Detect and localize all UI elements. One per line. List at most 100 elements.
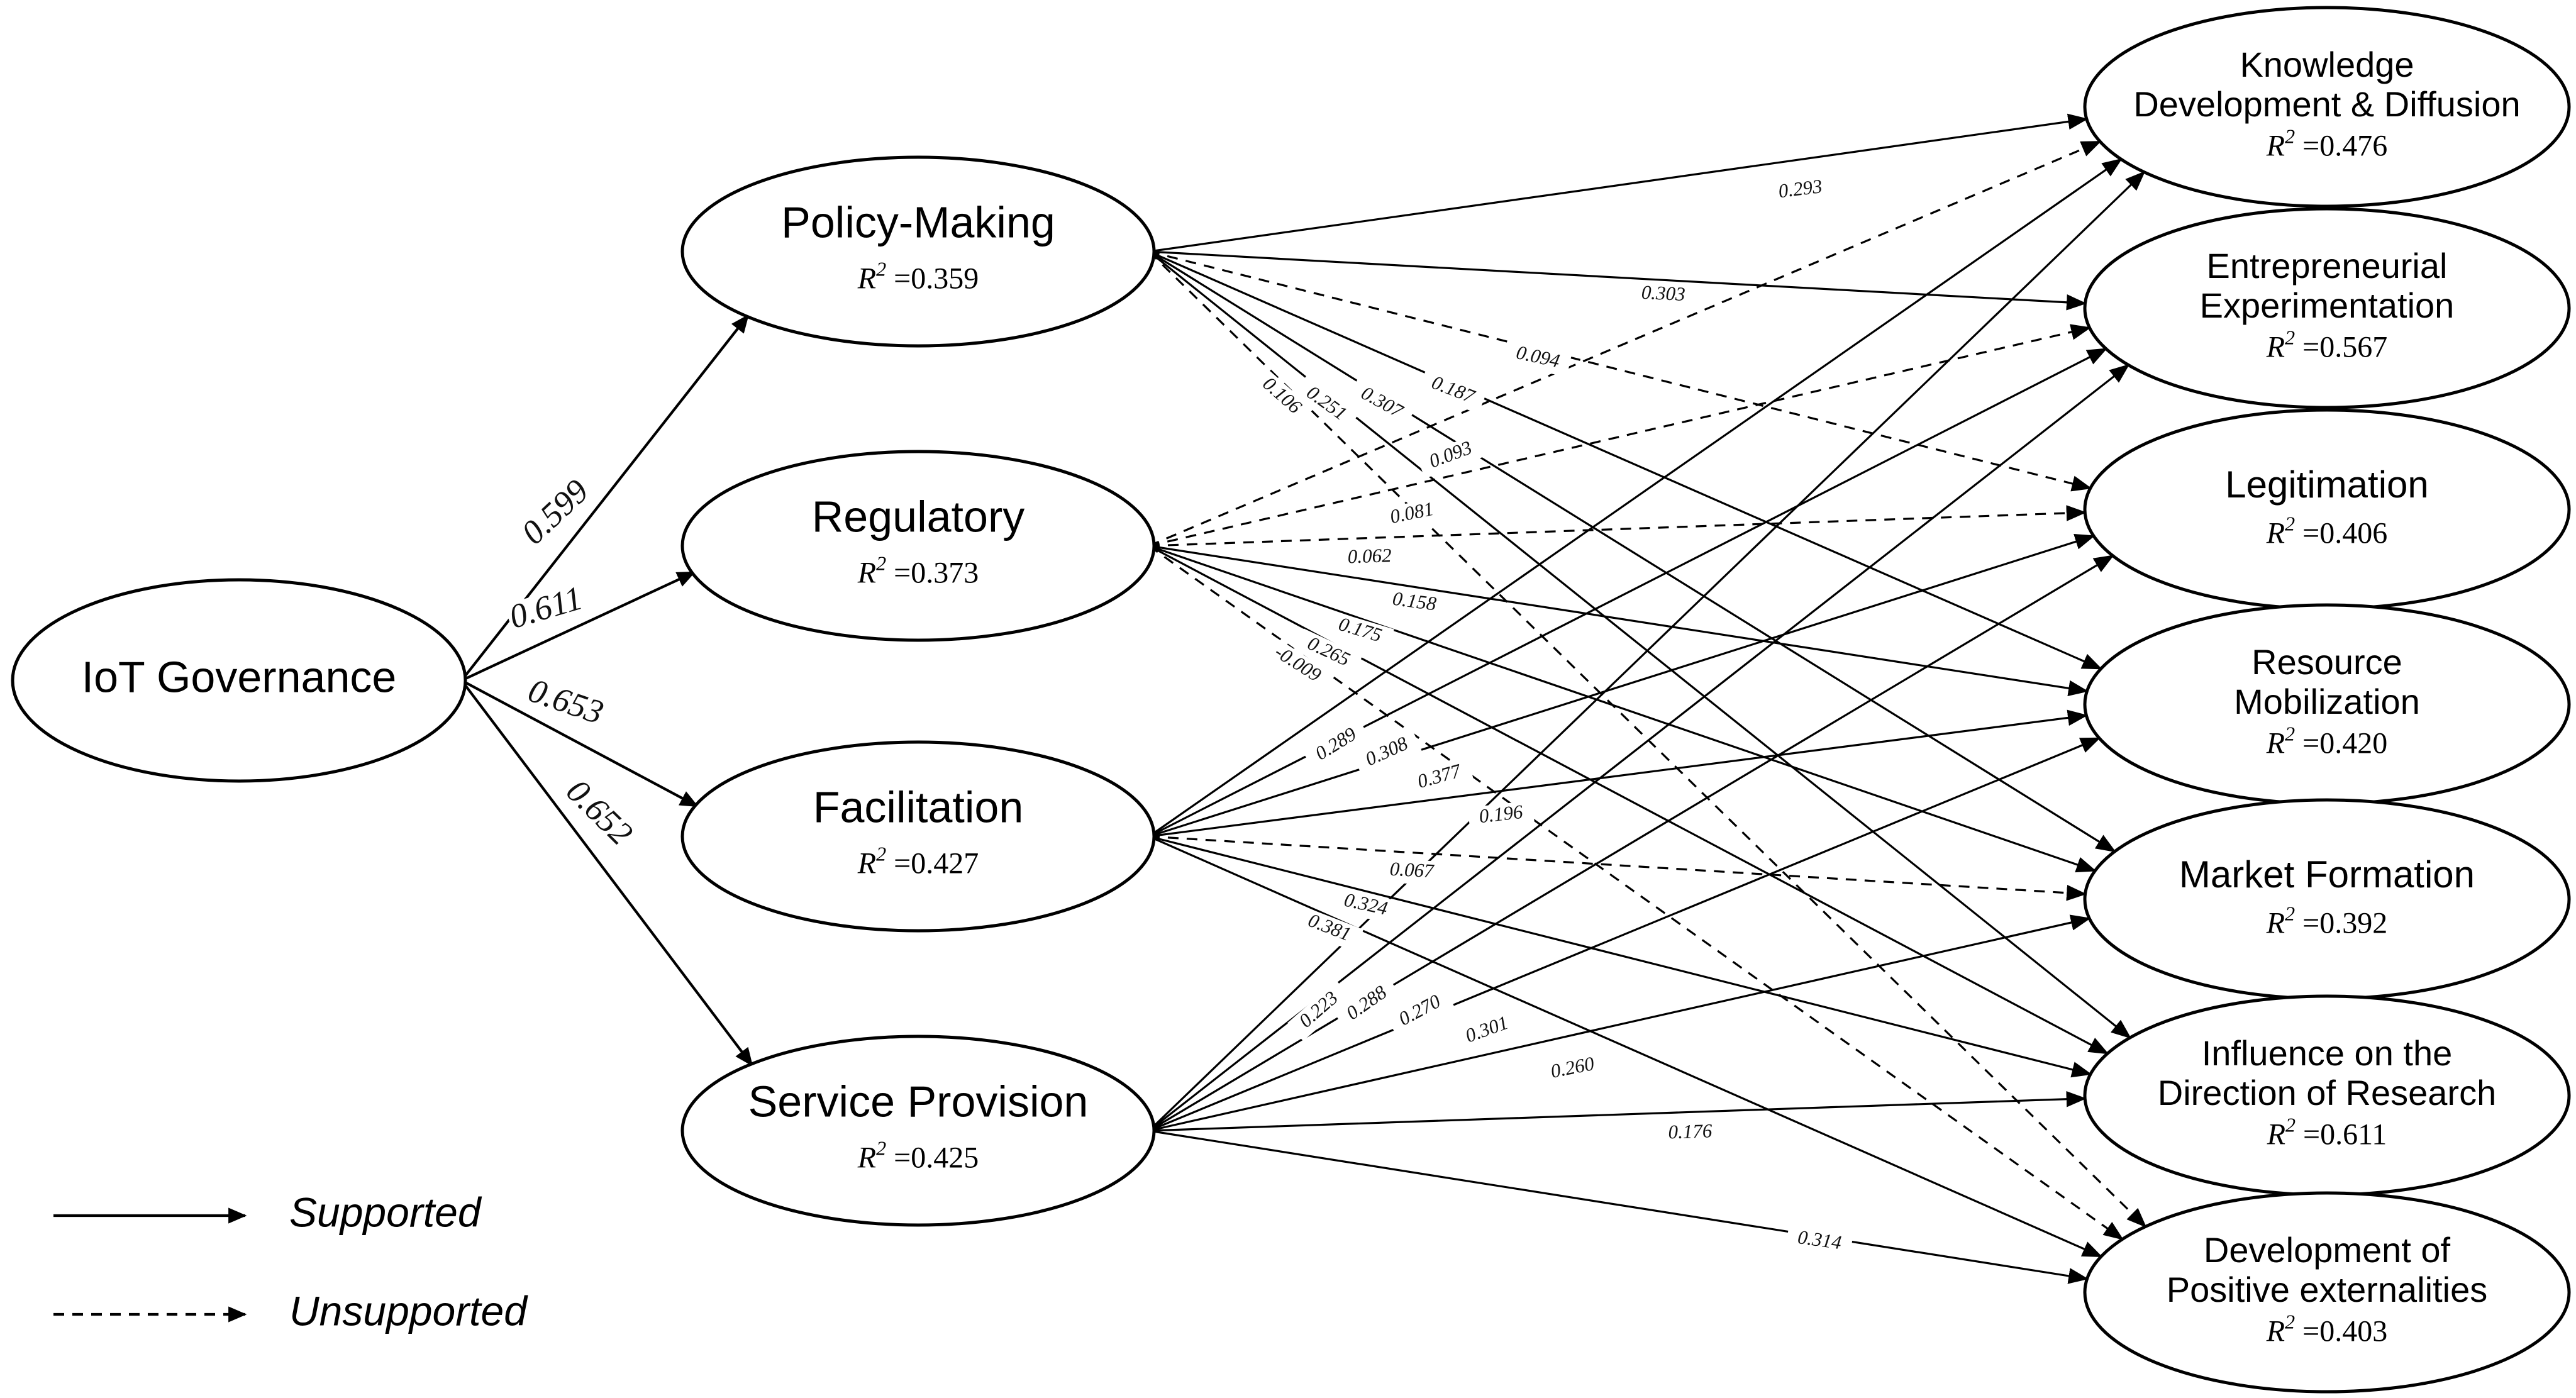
path-coefficient: 0.067 bbox=[1389, 858, 1435, 882]
edge-label-facilitation-idr: 0.324 bbox=[1331, 887, 1400, 925]
edge-regulatory-to-idr[interactable] bbox=[1148, 545, 2109, 1055]
path-coefficient: 0.094 bbox=[1514, 341, 1562, 372]
stage2-label-group: 0.2930.3030.0940.1870.3070.2510.1060.093… bbox=[1248, 174, 1853, 1258]
edge-policy-to-leg[interactable] bbox=[1148, 250, 2092, 492]
edge-service-to-idr[interactable] bbox=[1148, 1090, 2087, 1132]
node-dpe-label-line: Development of bbox=[2204, 1230, 2451, 1270]
node-iot[interactable]: IoT Governance bbox=[11, 578, 467, 783]
node-kdd-label-line: Development & Diffusion bbox=[2133, 84, 2520, 124]
edge-regulatory-to-rm[interactable] bbox=[1148, 545, 2089, 697]
node-rm-r2: R2 =0.420 bbox=[2266, 723, 2387, 760]
edge-iot-to-facilitation[interactable] bbox=[461, 679, 699, 807]
edge-regulatory-to-kdd[interactable] bbox=[1148, 140, 2102, 547]
edge-service-to-kdd[interactable] bbox=[1148, 170, 2146, 1132]
node-kdd-label-line: Knowledge bbox=[2240, 45, 2414, 84]
edge-iot-to-regulatory[interactable] bbox=[461, 571, 696, 682]
path-coefficient: 0.324 bbox=[1342, 889, 1390, 919]
edge-label-facilitation-leg: 0.377 bbox=[1405, 757, 1474, 799]
node-iot-label-line: IoT Governance bbox=[82, 652, 397, 701]
edge-service-to-rm[interactable] bbox=[1148, 737, 2101, 1132]
node-idr-r2: R2 =0.611 bbox=[2267, 1114, 2387, 1151]
node-mf-label-line: Market Formation bbox=[2179, 853, 2475, 896]
node-leg[interactable]: Legitimation R2 =0.406 bbox=[2083, 408, 2571, 611]
edge-regulatory-to-leg[interactable] bbox=[1148, 505, 2087, 547]
node-regulatory-label-line: Regulatory bbox=[812, 492, 1025, 541]
edge-service-to-mf[interactable] bbox=[1148, 914, 2091, 1132]
edge-policy-to-mf[interactable] bbox=[1148, 250, 2116, 853]
edge-label-policy-kdd: 0.293 bbox=[1767, 174, 1835, 207]
node-idr-label-line: Influence on the bbox=[2202, 1033, 2453, 1073]
node-rm-label-line: Mobilization bbox=[2234, 682, 2420, 721]
node-regulatory-r2: R2 =0.373 bbox=[857, 552, 979, 590]
node-facilitation[interactable]: Facilitation R2 =0.427 bbox=[680, 740, 1156, 933]
edge-label-service-mf: 0.260 bbox=[1538, 1051, 1607, 1087]
edge-facilitation-to-idr[interactable] bbox=[1148, 835, 2092, 1078]
node-rm-label-line: Resource bbox=[2251, 642, 2402, 682]
node-leg-label-line: Legitimation bbox=[2225, 463, 2429, 506]
legend-label-unsupported: Unsupported bbox=[289, 1287, 528, 1334]
edge-label-policy-rm: 0.187 bbox=[1418, 368, 1487, 414]
edge-regulatory-to-ee[interactable] bbox=[1148, 324, 2092, 547]
node-mf[interactable]: Market Formation R2 =0.392 bbox=[2083, 798, 2571, 1001]
edge-label-service-dpe: 0.314 bbox=[1785, 1225, 1853, 1258]
edge-label-service-idr: 0.176 bbox=[1657, 1119, 1723, 1146]
edge-label-iot-service: 0.652 bbox=[557, 772, 640, 855]
path-coefficient: 0.196 bbox=[1478, 801, 1524, 828]
node-service-label-line: Service Provision bbox=[748, 1077, 1089, 1126]
node-facilitation-label-line: Facilitation bbox=[813, 783, 1024, 832]
node-kdd-r2: R2 =0.476 bbox=[2266, 125, 2387, 163]
edge-iot-to-policy[interactable] bbox=[460, 314, 750, 682]
legend-label-supported: Supported bbox=[289, 1189, 482, 1235]
path-coefficient: 0.303 bbox=[1641, 281, 1685, 305]
edge-facilitation-to-dpe[interactable] bbox=[1148, 835, 2103, 1258]
edge-policy-to-kdd[interactable] bbox=[1148, 113, 2089, 253]
legend-item-unsupported: Unsupported bbox=[53, 1287, 528, 1334]
edge-regulatory-to-mf[interactable] bbox=[1148, 545, 2097, 873]
edge-facilitation-to-rm[interactable] bbox=[1148, 709, 2088, 838]
edge-label-iot-policy: 0.599 bbox=[514, 472, 598, 554]
node-service[interactable]: Service Provision R2 =0.425 bbox=[680, 1035, 1156, 1227]
edge-policy-to-ee[interactable] bbox=[1148, 250, 2087, 311]
edge-iot-to-service[interactable] bbox=[460, 679, 753, 1067]
edge-facilitation-to-leg[interactable] bbox=[1148, 533, 2096, 838]
edge-policy-to-rm[interactable] bbox=[1148, 250, 2102, 670]
node-service-r2: R2 =0.425 bbox=[857, 1137, 979, 1175]
node-ee-label-line: Experimentation bbox=[2200, 286, 2455, 325]
edge-policy-to-dpe[interactable] bbox=[1148, 250, 2147, 1228]
node-policy-label-line: Policy-Making bbox=[781, 198, 1055, 247]
edge-service-to-leg[interactable] bbox=[1148, 555, 2114, 1132]
node-mf-r2: R2 =0.392 bbox=[2266, 902, 2387, 940]
edge-policy-to-idr[interactable] bbox=[1148, 250, 2132, 1039]
legend-item-supported: Supported bbox=[53, 1189, 482, 1235]
path-coefficient: 0.293 bbox=[1777, 175, 1823, 202]
node-dpe-label-line: Positive externalities bbox=[2167, 1270, 2487, 1309]
node-facilitation-r2: R2 =0.427 bbox=[857, 843, 979, 880]
node-dpe-r2: R2 =0.403 bbox=[2266, 1311, 2387, 1348]
node-regulatory[interactable]: Regulatory R2 =0.373 bbox=[680, 450, 1156, 642]
edge-label-regulatory-ee: 0.081 bbox=[1378, 496, 1446, 533]
edge-facilitation-to-mf[interactable] bbox=[1148, 835, 2087, 901]
edge-label-regulatory-rm: 0.158 bbox=[1380, 587, 1448, 619]
edge-label-policy-leg: 0.094 bbox=[1503, 340, 1572, 377]
edge-label-policy-ee: 0.303 bbox=[1630, 281, 1696, 309]
node-ee-r2: R2 =0.567 bbox=[2266, 326, 2387, 364]
edge-label-regulatory-leg: 0.062 bbox=[1336, 544, 1402, 571]
path-coefficient: 0.176 bbox=[1668, 1119, 1713, 1143]
edge-service-to-dpe[interactable] bbox=[1148, 1129, 2089, 1284]
node-leg-r2: R2 =0.406 bbox=[2266, 513, 2387, 550]
stage1-edge-group bbox=[460, 314, 753, 1067]
edge-label-policy-mf: 0.307 bbox=[1346, 377, 1416, 430]
edge-facilitation-to-kdd[interactable] bbox=[1148, 158, 2123, 838]
edge-label-service-rm: 0.301 bbox=[1453, 1008, 1523, 1053]
